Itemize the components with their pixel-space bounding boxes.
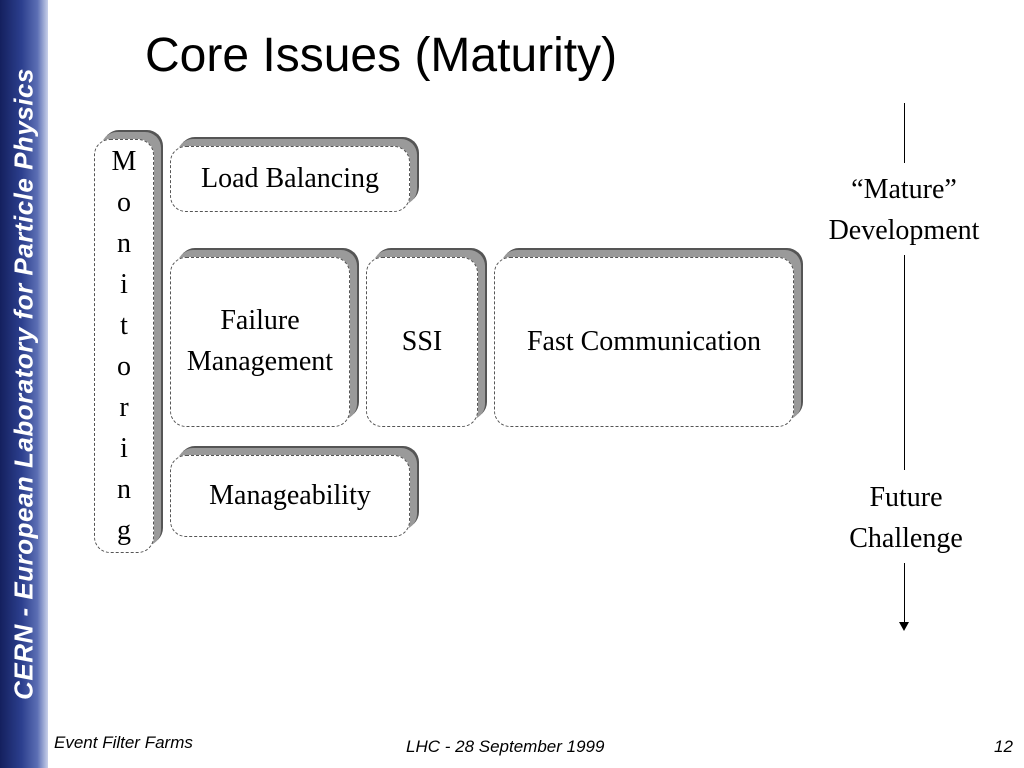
monitoring-letter: o [117,187,131,218]
monitoring-letter: g [117,515,131,546]
maturity-scale-line-top [904,103,905,163]
page-number: 12 [994,737,1013,756]
maturity-scale-line-middle [904,255,905,470]
monitoring-letter: M [111,146,137,177]
monitoring-letter: r [119,392,129,423]
footer-left-text: Event Filter Farms [54,733,193,752]
monitoring-letter: i [120,269,128,300]
ssi-label: SSI [401,325,443,357]
maturity-scale-top-label: “Mature” Development [804,169,1004,251]
maturity-scale-bottom-label: Future Challenge [806,477,1006,559]
monitoring-letter: t [120,310,128,341]
load-balancing-label: Load Balancing [200,162,380,194]
failure-management-line: Management [186,346,334,377]
fast-communication-label: Fast Communication [526,325,762,357]
sidebar-banner: CERN - European Laboratory for Particle … [0,0,48,768]
load-balancing-box: Load Balancing [170,146,410,212]
monitoring-letter: n [117,228,131,259]
sidebar-banner-text: CERN - European Laboratory for Particle … [8,68,39,700]
ssi-box: SSI [366,257,478,427]
manageability-box: Manageability [170,455,410,537]
failure-management-line: Failure [220,305,300,337]
manageability-label: Manageability [209,479,371,511]
fast-communication-box: Fast Communication [494,257,794,427]
monitoring-box: M o n i t o r i n g [94,139,154,553]
footer-center-text: LHC - 28 September 1999 [406,737,605,756]
monitoring-letter: n [117,474,131,505]
scale-bottom-line: Challenge [849,523,963,554]
monitoring-letter: o [117,351,131,382]
scale-bottom-line: Future [869,482,943,513]
arrow-down-icon [899,622,909,631]
monitoring-label: M o n i t o r i n g [112,141,137,551]
page-title: Core Issues (Maturity) [145,29,618,82]
failure-management-box: Failure Management [170,257,350,427]
scale-top-line: Development [828,215,980,246]
monitoring-letter: i [120,433,128,464]
scale-top-line: “Mature” [851,174,957,205]
maturity-scale-line-bottom [904,563,905,623]
failure-management-label: Failure Management [187,301,333,382]
